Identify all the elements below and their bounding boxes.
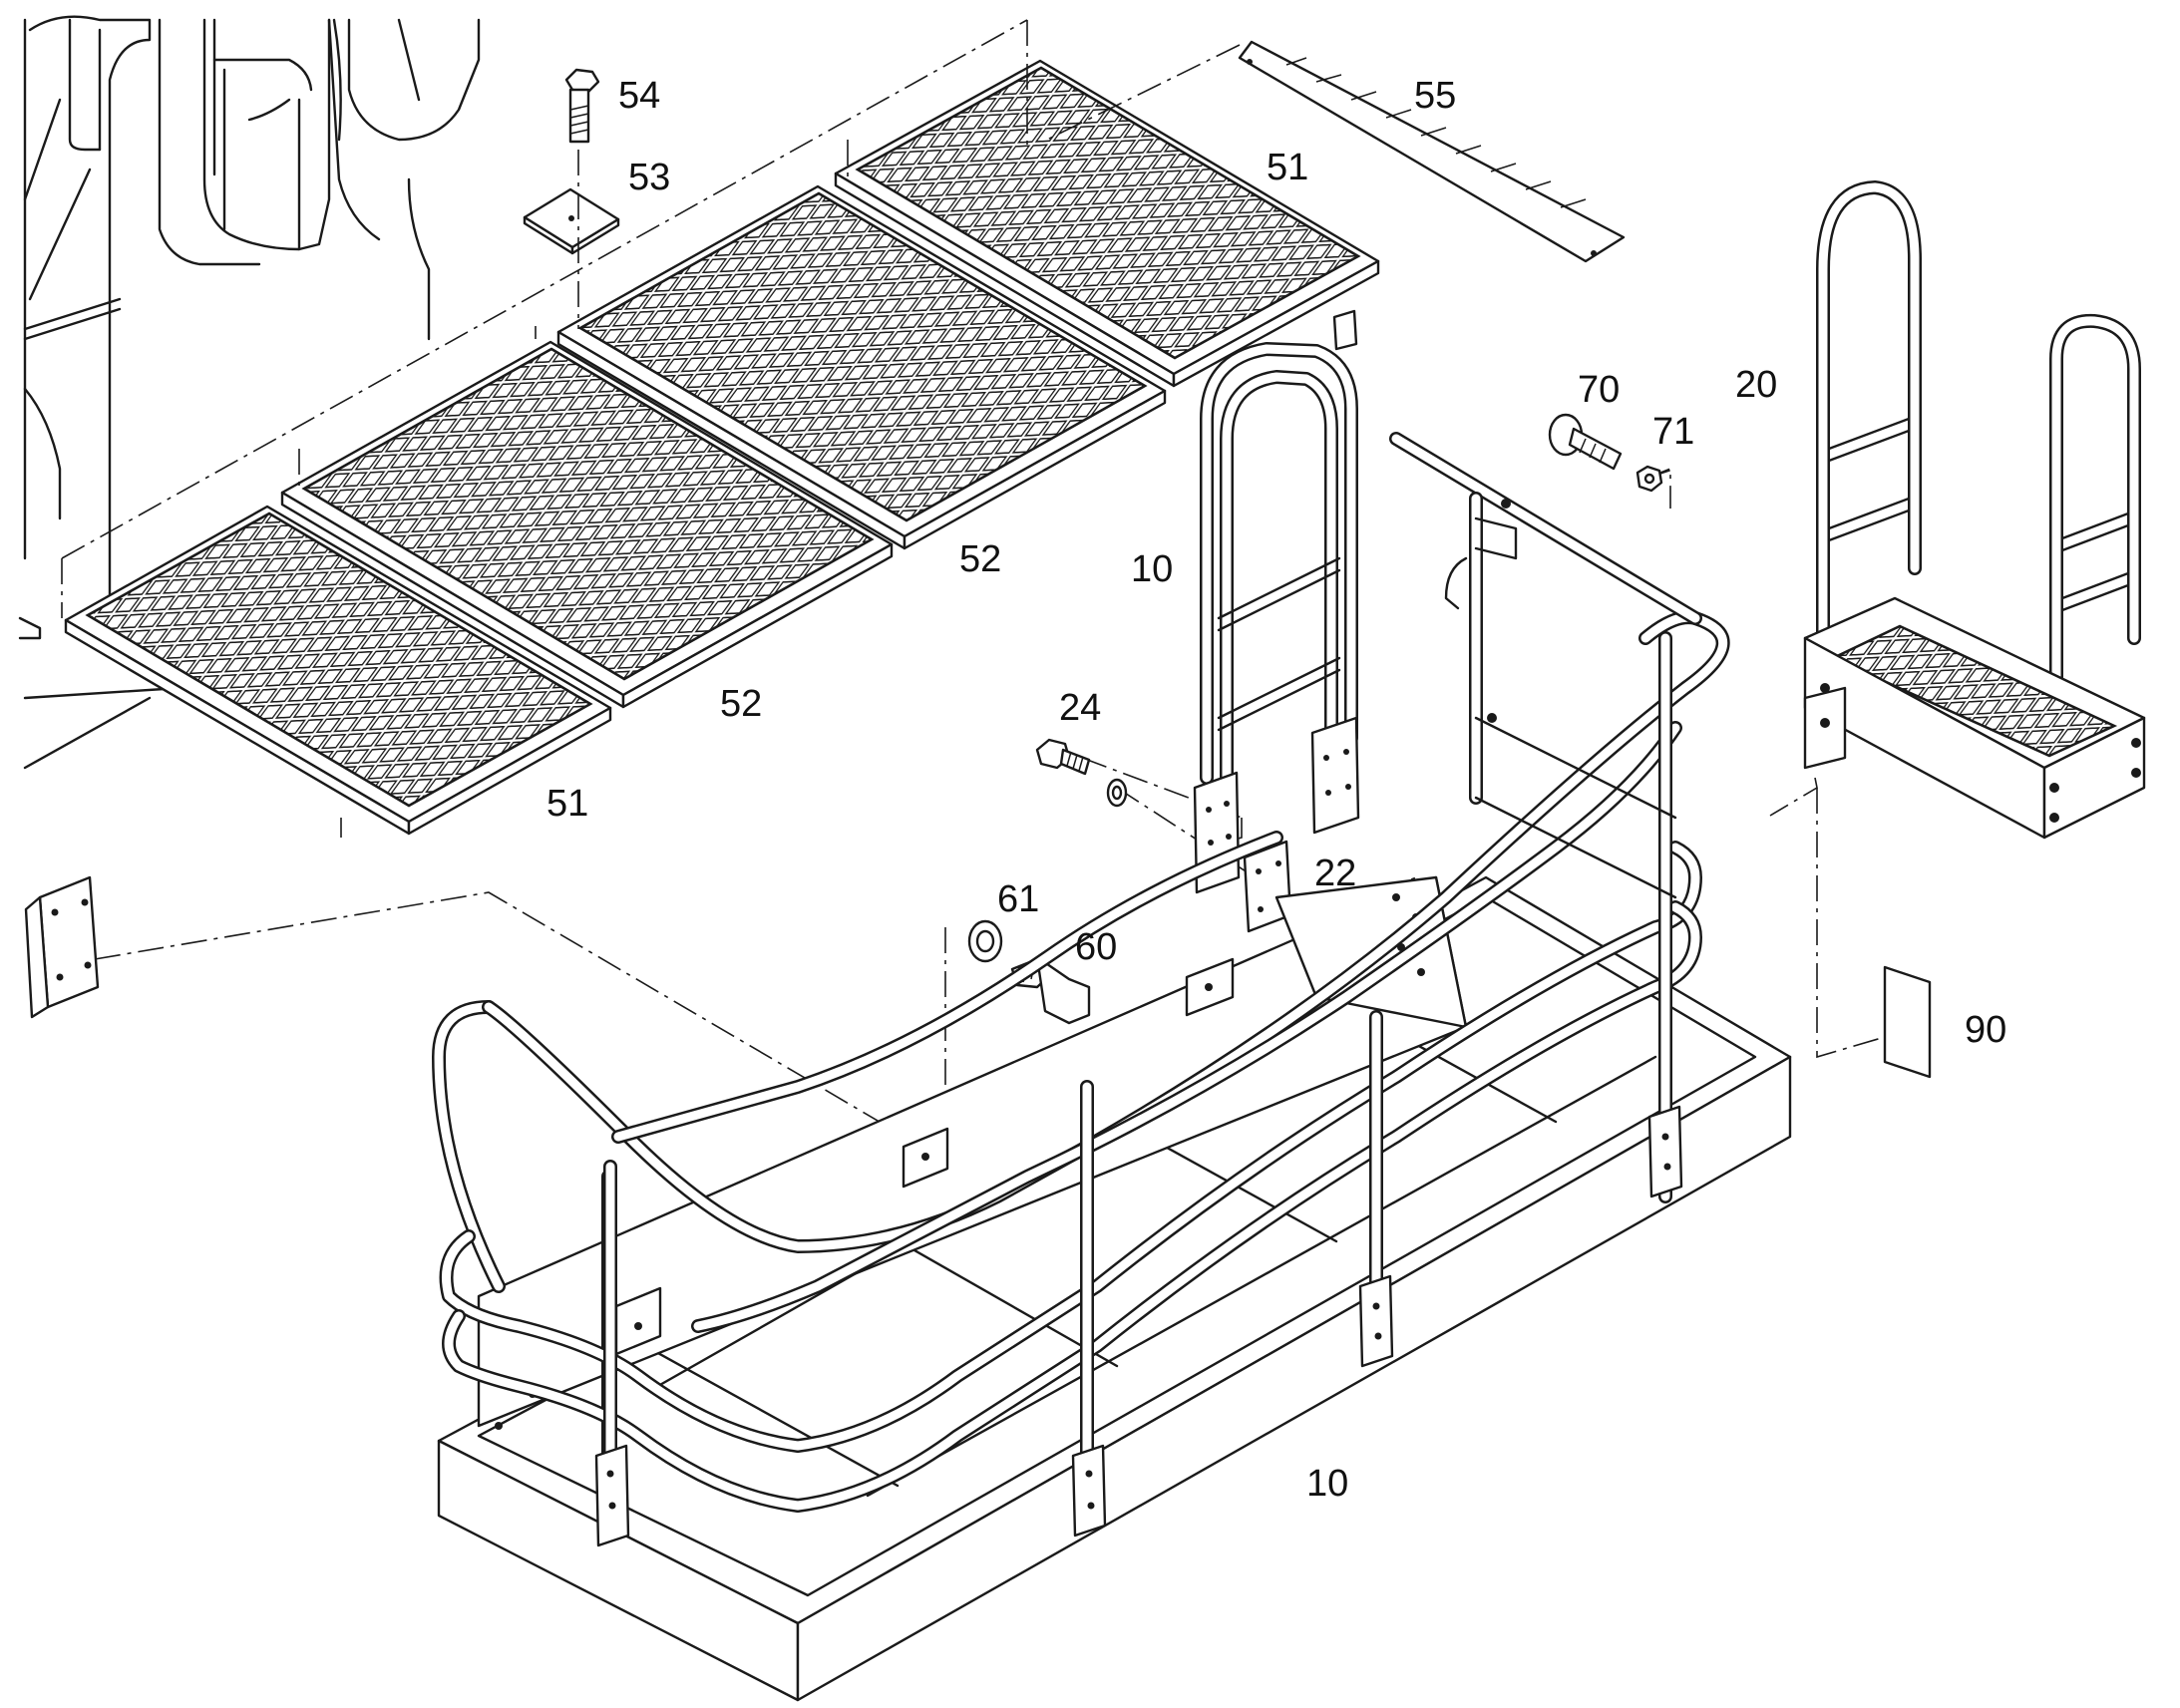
swing-gate-bar — [1389, 432, 1702, 899]
step-ladder-20 — [1803, 180, 2146, 840]
callout-55: 55 — [1414, 75, 1456, 117]
callout-22: 22 — [1314, 853, 1356, 894]
grating-panel-51-top — [834, 59, 1380, 388]
square-washer-53 — [523, 187, 620, 255]
decal-90 — [1883, 965, 1932, 1079]
callout-54: 54 — [618, 75, 660, 117]
callout-70: 70 — [1578, 369, 1620, 411]
grating-panel-52-lower — [280, 340, 894, 709]
callout-51-top: 51 — [1267, 147, 1308, 188]
callout-20: 20 — [1735, 364, 1777, 406]
callout-51-bottom: 51 — [546, 783, 588, 825]
washer-24 — [1106, 778, 1128, 808]
bolt-54 — [564, 68, 600, 144]
callout-52-upper: 52 — [959, 538, 1001, 580]
grating-panel-51-bottom — [64, 505, 612, 836]
callout-61: 61 — [997, 878, 1039, 920]
callout-90: 90 — [1965, 1009, 2006, 1051]
grating-panel-52-upper — [556, 184, 1167, 550]
bolt-24 — [1035, 738, 1091, 776]
bolt-70 — [1548, 413, 1623, 471]
platform-guardrail — [432, 610, 1730, 1547]
callout-24: 24 — [1059, 687, 1101, 729]
callout-60: 60 — [1075, 926, 1117, 968]
nut-71 — [1635, 465, 1663, 493]
callout-52-lower: 52 — [720, 683, 762, 725]
callout-53: 53 — [628, 157, 670, 198]
callout-10-handrail: 10 — [1131, 548, 1173, 590]
warning-stripe-plate-55 — [1238, 40, 1626, 263]
washer-61 — [967, 919, 1003, 963]
handrail-assembly-10 — [1193, 309, 1360, 894]
mounting-plate-left — [24, 875, 100, 1019]
platform-frame-10 — [437, 875, 1792, 1702]
operator-cab — [18, 15, 481, 770]
callout-10-platform: 10 — [1306, 1463, 1348, 1505]
callout-labels: 54 53 55 51 52 52 51 10 70 71 20 24 22 6… — [546, 75, 2006, 1505]
callout-71: 71 — [1652, 411, 1694, 453]
